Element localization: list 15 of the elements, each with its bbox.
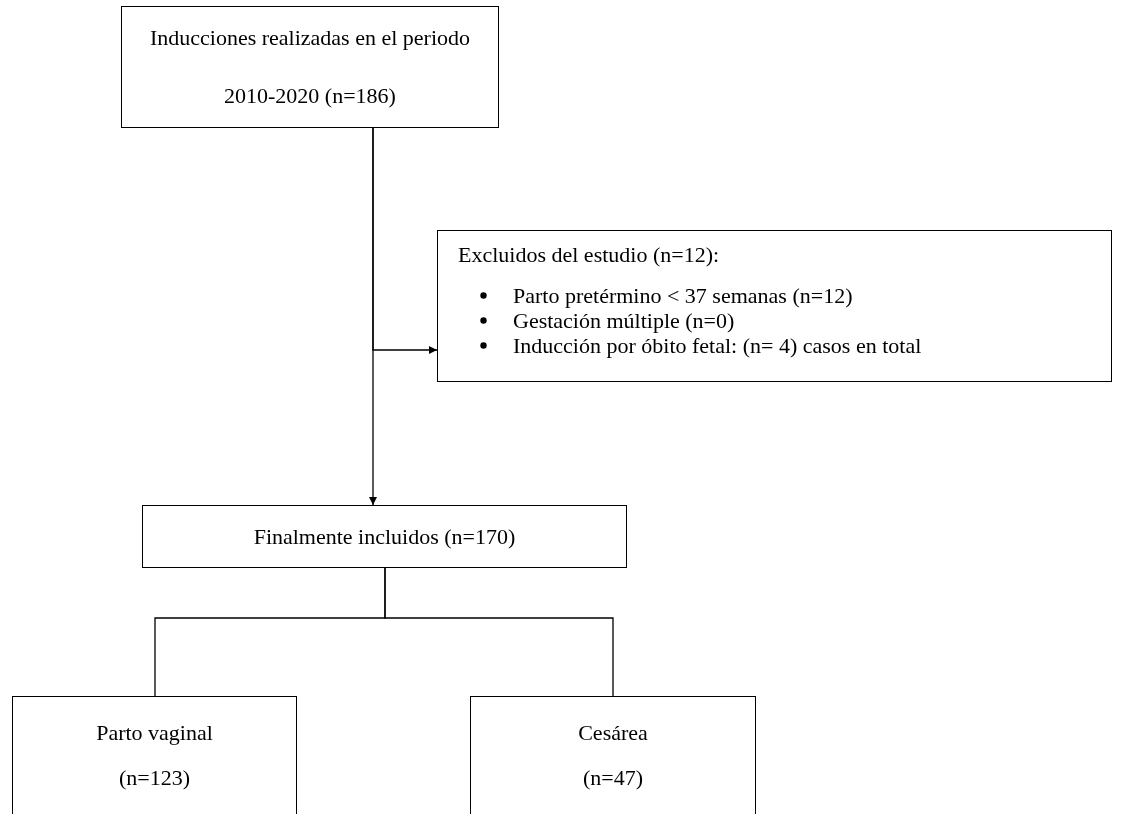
box-text: Finalmente incluidos (n=170) — [253, 522, 516, 551]
process-box — [470, 696, 756, 814]
process-box — [121, 6, 499, 128]
box-text: Parto vaginal (n=123) — [95, 719, 214, 792]
list-item-text: Inducción por óbito fetal: (n= 4) casos en total — [513, 333, 922, 358]
list-item-text: Parto pretérmino < 37 semanas (n=12) — [513, 283, 853, 308]
box-text: Cesárea (n=47) — [577, 719, 649, 792]
box-heading: Excluidos del estudio (n=12): — [458, 241, 721, 269]
connector-line — [384, 567, 614, 697]
list-item-text: Gestación múltiple (n=0) — [513, 308, 735, 333]
box-text: Inducciones realizadas en el periodo 2010-2020 (n=186) — [148, 24, 472, 110]
process-box — [12, 696, 297, 814]
process-box — [437, 230, 1112, 382]
arrow — [372, 127, 438, 354]
process-box — [142, 505, 627, 568]
